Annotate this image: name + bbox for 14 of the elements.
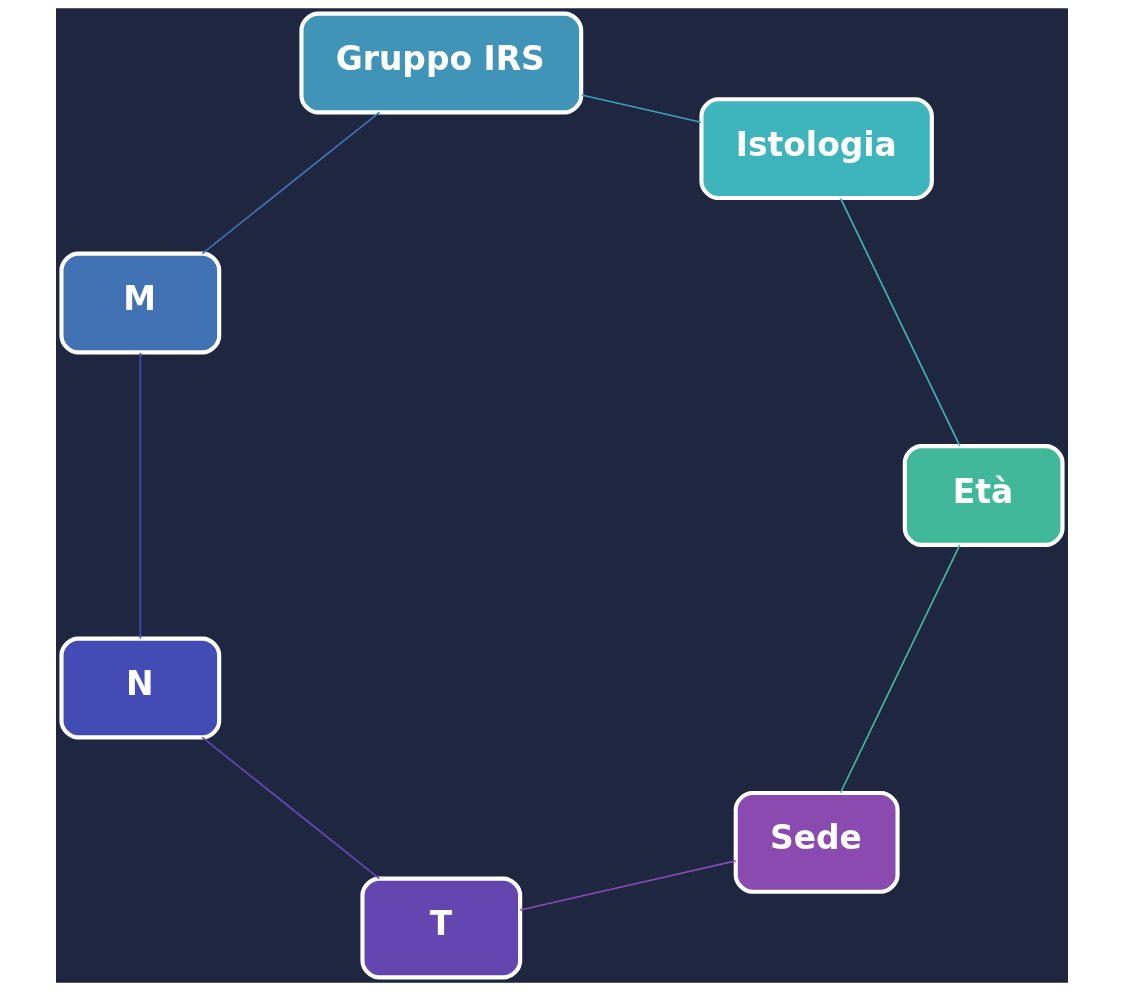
node-box: M — [59, 251, 222, 355]
connector — [839, 197, 961, 447]
node-box: Gruppo IRS — [299, 11, 584, 115]
connector — [201, 736, 381, 880]
connector — [839, 544, 961, 794]
node-box: Sede — [733, 790, 900, 894]
node-box: N — [59, 636, 222, 740]
connector — [519, 860, 737, 911]
node-box: Istologia — [699, 97, 934, 201]
connector — [201, 111, 381, 255]
node-box: T — [360, 876, 523, 980]
connector — [139, 352, 142, 640]
connector — [580, 94, 702, 124]
node-box: Età — [902, 444, 1065, 547]
